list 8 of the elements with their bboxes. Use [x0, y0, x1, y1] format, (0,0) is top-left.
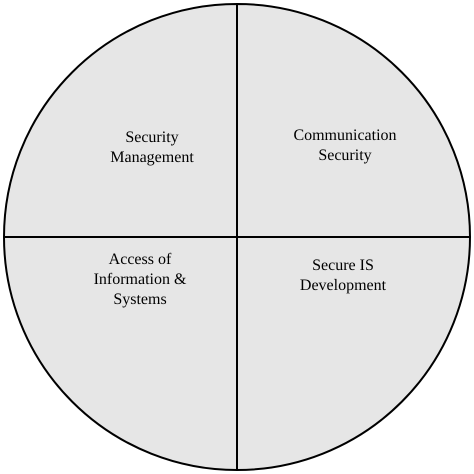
segment-label: Access of Information & Systems	[92, 250, 188, 310]
quadrant-segment	[237, 4, 471, 238]
quadrant-segment	[4, 237, 238, 471]
segment-label: Communication Security	[292, 126, 398, 166]
quadrant-segment	[4, 4, 238, 238]
quadrant-segment	[237, 237, 471, 471]
segment-label: Security Management	[109, 128, 195, 168]
segment-label: Secure IS Development	[298, 256, 388, 296]
